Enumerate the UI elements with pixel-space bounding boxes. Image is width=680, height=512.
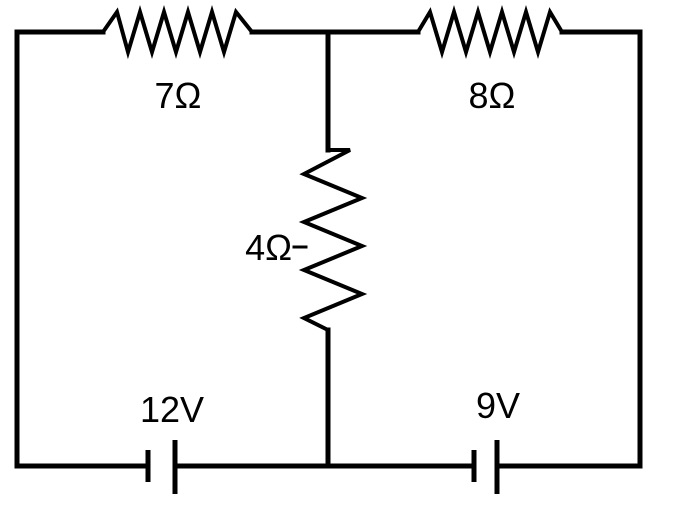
resistor-top-right-label: 8Ω [469,75,516,116]
battery-right [471,440,500,494]
resistor-middle-label: 4Ω [245,227,292,268]
battery-right-label: 9V [476,385,520,426]
resistor-middle [298,148,368,332]
battery-left [145,440,178,494]
wire-right [494,29,643,469]
resistor-top-left [101,5,254,60]
resistor-top-left-label: 7Ω [155,75,202,116]
resistor-top-right [416,5,564,59]
battery-left-label: 12V [140,389,204,430]
wires [14,29,643,469]
wire-left [14,29,151,469]
